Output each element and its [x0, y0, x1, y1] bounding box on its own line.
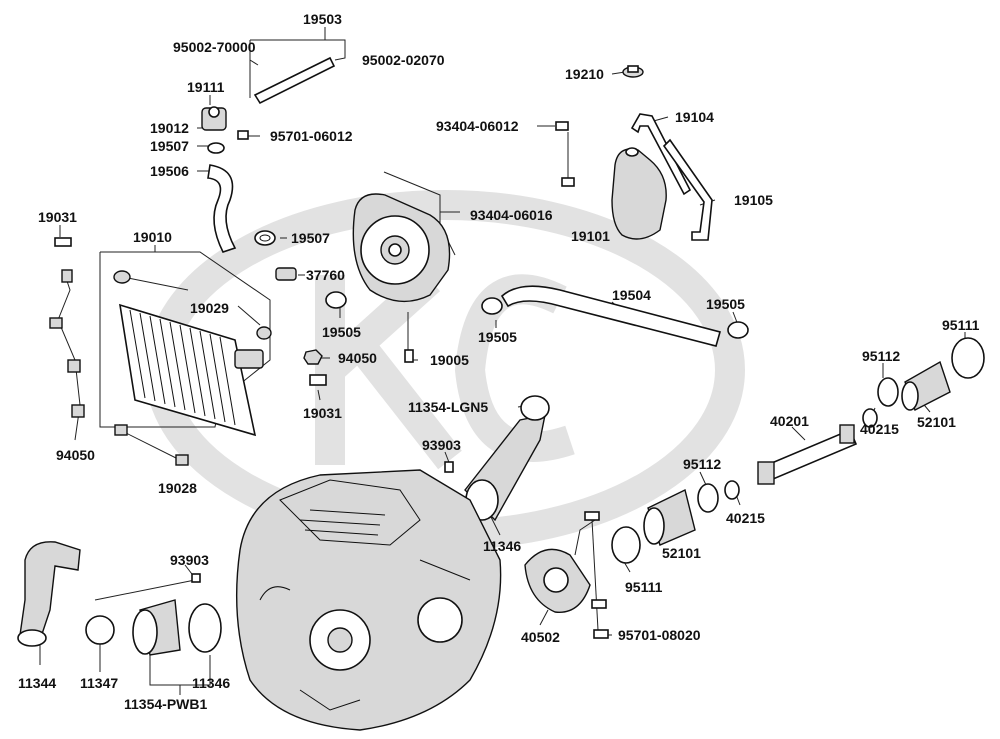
label-40215b: 40215	[726, 510, 765, 526]
label-94050b: 94050	[56, 447, 95, 463]
pipe-19105	[662, 138, 713, 241]
boot-52101a	[901, 360, 951, 411]
label-40201: 40201	[770, 413, 809, 429]
label-19506: 19506	[150, 163, 189, 179]
label-11354-pwb1: 11354-PWB1	[124, 696, 207, 712]
clamp-95111a	[951, 337, 985, 379]
label-19028: 19028	[158, 480, 197, 496]
label-11347: 11347	[80, 675, 118, 691]
label-19012: 19012	[150, 120, 189, 136]
reservoir-19101	[611, 147, 667, 240]
clip-19505c	[727, 321, 749, 339]
label-94050a: 94050	[338, 350, 377, 366]
hose-19504	[500, 285, 721, 347]
cap-19210	[622, 65, 644, 78]
clamp-95112a	[877, 377, 899, 407]
label-19111: 19111	[187, 79, 225, 95]
bracket-19028	[114, 424, 189, 466]
leader-lines	[39, 27, 966, 695]
label-93404-06016: 93404-06016	[470, 207, 553, 223]
clamp-11346b	[188, 603, 222, 653]
fan-19005	[352, 193, 451, 363]
housing-40502	[524, 548, 591, 613]
label-19005: 19005	[430, 352, 469, 368]
label-95002-70000: 95002-70000	[173, 39, 256, 55]
sensor-37760	[275, 267, 297, 281]
screw-93903a	[444, 461, 454, 473]
label-40502: 40502	[521, 629, 560, 645]
label-95112a: 95112	[862, 348, 900, 364]
label-19505c: 19505	[706, 296, 745, 312]
label-19505b: 19505	[478, 329, 517, 345]
label-11346a: 11346	[483, 538, 521, 554]
clamp-95112b	[697, 483, 719, 513]
clip-19507b	[254, 230, 276, 246]
clip-19505b	[481, 297, 503, 315]
label-19010: 19010	[133, 229, 172, 245]
label-95112b: 95112	[683, 456, 721, 472]
boot-52101b	[643, 488, 696, 546]
pipe-19104	[630, 113, 692, 196]
label-93903a: 93903	[422, 437, 461, 453]
label-19104: 19104	[675, 109, 714, 125]
shaft-40201	[757, 424, 858, 485]
label-95002-02070: 95002-02070	[362, 52, 445, 68]
label-11344: 11344	[18, 675, 56, 691]
label-19507b: 19507	[291, 230, 330, 246]
label-95701-08020: 95701-08020	[618, 627, 701, 643]
thermostat-19111	[201, 106, 227, 131]
clip-19505a	[325, 291, 347, 309]
label-52101b: 52101	[662, 545, 701, 561]
label-93404-06012: 93404-06012	[436, 118, 519, 134]
duct-11344	[17, 541, 81, 647]
bolt-19031a	[49, 237, 85, 418]
grommet-19029	[113, 270, 272, 340]
clip-19507a	[207, 142, 225, 154]
label-19031b: 19031	[303, 405, 342, 421]
radiator-19010	[119, 303, 264, 437]
label-19505a: 19505	[322, 324, 361, 340]
label-93903b: 93903	[170, 552, 209, 568]
label-40215a: 40215	[860, 421, 899, 437]
label-11346b: 11346	[192, 675, 230, 691]
ring-40215a	[862, 408, 878, 428]
bolt-95701-08020	[584, 511, 609, 639]
ring-40215b	[724, 480, 740, 500]
clamp-95111b	[611, 526, 641, 564]
nut-94050	[303, 349, 323, 365]
duct-11354-lgn5	[464, 395, 550, 522]
label-19029: 19029	[190, 300, 229, 316]
label-19031a: 19031	[38, 209, 77, 225]
label-11354-lgn5: 11354-LGN5	[408, 399, 488, 415]
breather-tube-19503	[253, 56, 336, 105]
label-52101a: 52101	[917, 414, 956, 430]
label-19503: 19503	[303, 11, 342, 27]
screw-93903b	[191, 573, 201, 583]
bolt-93404-06012	[555, 121, 575, 187]
label-95111a: 95111	[942, 317, 980, 333]
label-19504: 19504	[612, 287, 651, 303]
label-19105: 19105	[734, 192, 773, 208]
clamp-11347	[85, 615, 115, 645]
bolt-19031b	[309, 374, 327, 386]
part-labels: 19503 95002-70000 95002-02070 19210 1911…	[18, 11, 980, 712]
bolt-95701-06012	[237, 130, 249, 140]
label-95111b: 95111	[625, 579, 663, 595]
engine	[235, 469, 502, 731]
label-19101: 19101	[571, 228, 610, 244]
hose-19506	[207, 164, 237, 253]
label-95701-06012: 95701-06012	[270, 128, 353, 144]
label-37760: 37760	[306, 267, 345, 283]
label-19210: 19210	[565, 66, 604, 82]
boot-11354-pwb1	[132, 599, 181, 656]
label-19507a: 19507	[150, 138, 189, 154]
